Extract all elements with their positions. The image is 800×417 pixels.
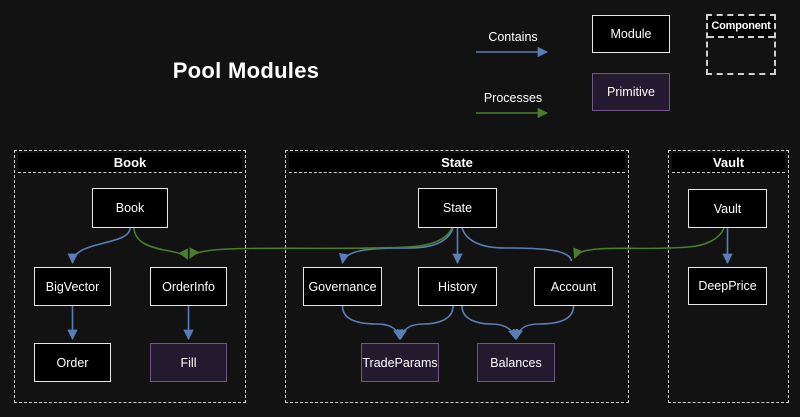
legend-component-label: Component bbox=[711, 20, 771, 32]
node-account: Account bbox=[534, 267, 613, 306]
node-book: Book bbox=[92, 188, 168, 228]
cluster-vault: Vault bbox=[668, 150, 789, 403]
node-order-label: Order bbox=[56, 355, 89, 370]
node-account-label: Account bbox=[550, 279, 597, 294]
node-governance: Governance bbox=[303, 267, 382, 306]
node-vault: Vault bbox=[688, 189, 767, 228]
legend-processes-label: Processes bbox=[483, 91, 543, 105]
legend-primitive-label: Primitive bbox=[607, 85, 655, 99]
cluster-vault-header: Vault bbox=[672, 153, 785, 173]
node-bigvector-label: BigVector bbox=[45, 279, 100, 294]
cluster-book-title: Book bbox=[113, 155, 147, 170]
node-state-label: State bbox=[442, 201, 473, 215]
legend-primitive-box: Primitive bbox=[592, 73, 670, 111]
cluster-book-header: Book bbox=[18, 153, 242, 173]
node-tradeparams-label: TradeParams bbox=[362, 355, 438, 370]
legend-component-header: Component bbox=[708, 16, 774, 38]
legend-module-box: Module bbox=[592, 15, 670, 53]
legend-contains-label: Contains bbox=[488, 30, 538, 44]
cluster-state-header: State bbox=[289, 153, 625, 173]
cluster-state-title: State bbox=[441, 155, 473, 170]
node-governance-label: Governance bbox=[308, 279, 377, 294]
node-balances-label: Balances bbox=[490, 355, 542, 370]
node-fill: Fill bbox=[150, 343, 227, 382]
node-balances: Balances bbox=[477, 343, 555, 382]
page-title: Pool Modules bbox=[172, 58, 320, 83]
node-history: History bbox=[418, 267, 497, 306]
cluster-state: State bbox=[285, 150, 629, 403]
node-orderinfo-label: OrderInfo bbox=[162, 279, 215, 294]
cluster-vault-title: Vault bbox=[712, 155, 745, 170]
node-book-label: Book bbox=[115, 201, 145, 215]
node-order: Order bbox=[34, 343, 111, 382]
node-vault-label: Vault bbox=[713, 201, 742, 216]
cluster-book: Book bbox=[14, 150, 246, 403]
node-tradeparams: TradeParams bbox=[361, 343, 439, 382]
legend-module-label: Module bbox=[610, 27, 652, 41]
node-deepprice: DeepPrice bbox=[688, 267, 767, 305]
node-deepprice-label: DeepPrice bbox=[698, 279, 757, 293]
node-fill-label: Fill bbox=[180, 355, 197, 370]
node-bigvector: BigVector bbox=[34, 267, 111, 306]
node-orderinfo: OrderInfo bbox=[150, 267, 227, 306]
node-history-label: History bbox=[438, 279, 477, 294]
node-state: State bbox=[418, 188, 497, 228]
legend-component-box: Component bbox=[706, 14, 776, 75]
